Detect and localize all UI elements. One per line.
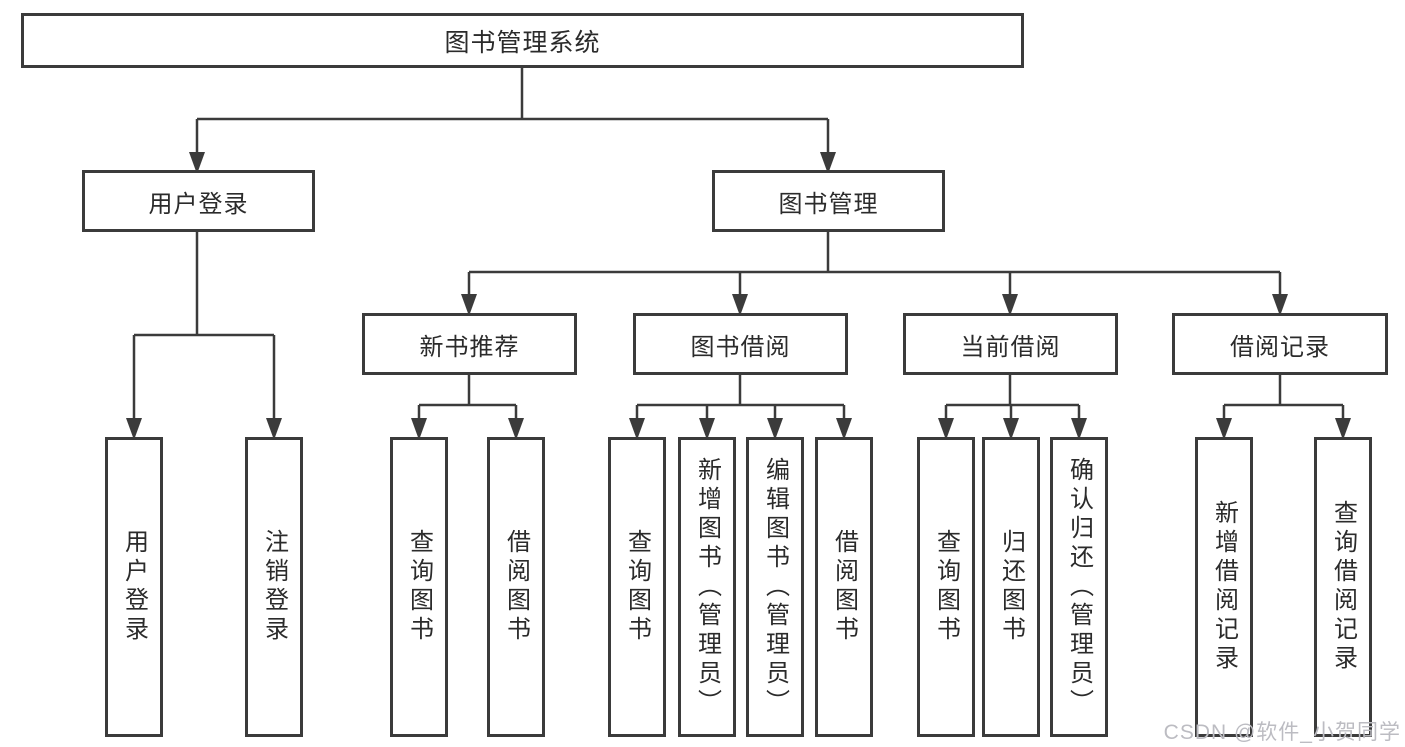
- leaf-label: 注销登录: [260, 529, 288, 645]
- leaf-confirm-return-admin: 确认归还（管理员）: [1050, 437, 1108, 737]
- leaf-query-borrow-record: 查询借阅记录: [1314, 437, 1372, 737]
- leaf-user-login: 用户登录: [105, 437, 163, 737]
- connector: [132, 68, 1345, 419]
- leaf-label: 查询图书: [623, 529, 651, 645]
- leaf-label: 查询图书: [932, 529, 960, 645]
- leaf-label: 借阅图书: [502, 529, 530, 645]
- csdn-watermark: CSDN @软件_小贺同学: [1163, 721, 1401, 744]
- node-library-system: 图书管理系统: [21, 13, 1024, 68]
- arrowheads: [126, 152, 1351, 440]
- leaf-label: 新增图书（管理员）: [693, 456, 721, 718]
- leaf-label: 查询图书: [405, 529, 433, 645]
- leaf-edit-books-admin: 编辑图书（管理员）: [746, 437, 804, 737]
- node-current-borrow: 当前借阅: [903, 313, 1118, 375]
- leaf-query-books: 查询图书: [390, 437, 448, 737]
- node-book-borrow: 图书借阅: [633, 313, 848, 375]
- leaf-borrow-books: 借阅图书: [487, 437, 545, 737]
- leaf-return-books: 归还图书: [982, 437, 1040, 737]
- leaf-label: 借阅图书: [830, 529, 858, 645]
- leaf-label: 用户登录: [120, 529, 148, 645]
- leaf-borrow-books: 借阅图书: [815, 437, 873, 737]
- leaf-label: 确认归还（管理员）: [1065, 456, 1093, 718]
- node-borrow-records: 借阅记录: [1172, 313, 1388, 375]
- node-user-login: 用户登录: [82, 170, 315, 232]
- leaf-query-books: 查询图书: [917, 437, 975, 737]
- leaf-add-books-admin: 新增图书（管理员）: [678, 437, 736, 737]
- node-new-book-recommend: 新书推荐: [362, 313, 577, 375]
- leaf-label: 新增借阅记录: [1210, 500, 1238, 674]
- node-book-management: 图书管理: [712, 170, 945, 232]
- leaf-add-borrow-record: 新增借阅记录: [1195, 437, 1253, 737]
- leaf-query-books: 查询图书: [608, 437, 666, 737]
- leaf-label: 查询借阅记录: [1329, 500, 1357, 674]
- leaf-logout: 注销登录: [245, 437, 303, 737]
- leaf-label: 编辑图书（管理员）: [761, 456, 789, 718]
- leaf-label: 归还图书: [997, 529, 1025, 645]
